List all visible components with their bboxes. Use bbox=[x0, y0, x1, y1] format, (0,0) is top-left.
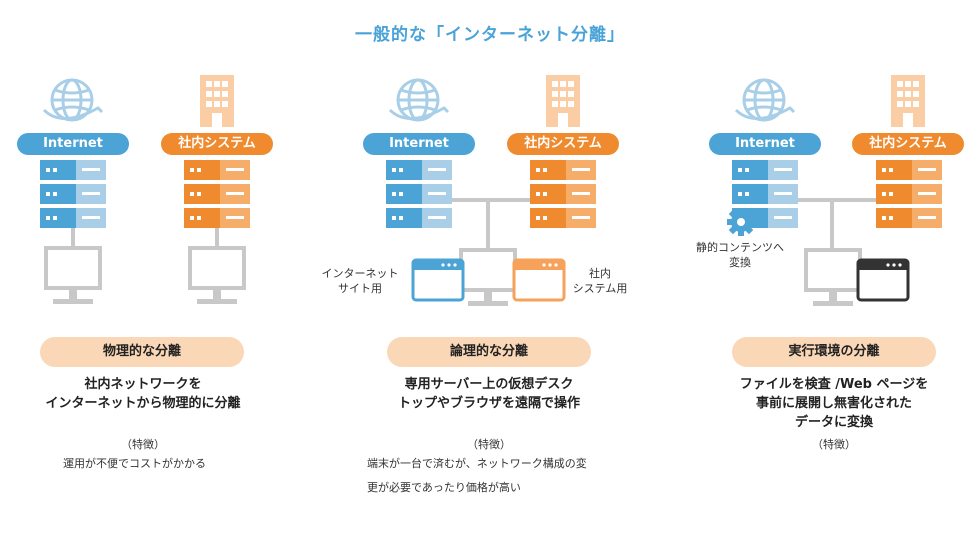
monitor-icon bbox=[44, 246, 102, 306]
monitor-icon bbox=[804, 248, 862, 308]
globe-icon bbox=[42, 78, 104, 122]
internet-label: Internet bbox=[363, 133, 475, 155]
internet-site-window-label: インターネット サイト用 bbox=[321, 267, 399, 295]
globe-icon bbox=[388, 78, 450, 122]
feature-heading: （特徴） bbox=[467, 438, 511, 451]
feature-text: 運用が不便でコストがかかる bbox=[63, 457, 206, 470]
description-physical: 社内ネットワークを インターネットから物理的に分離 bbox=[45, 377, 241, 411]
globe-icon bbox=[734, 78, 796, 122]
feature-text: 端末が一台で済むが、ネットワーク構成の変 更が必要であったり価格が高い bbox=[367, 457, 587, 494]
window-icon bbox=[856, 258, 910, 302]
server-icon bbox=[40, 160, 106, 228]
server-icon bbox=[876, 160, 942, 228]
category-physical: 物理的な分離 bbox=[40, 337, 244, 367]
page-title: 一般的な「インターネット分離」 bbox=[355, 25, 625, 45]
description-logical: 専用サーバー上の仮想デスク トップやブラウザを遠隔で操作 bbox=[397, 377, 580, 411]
building-icon bbox=[891, 75, 925, 127]
panel-logical-graphics bbox=[386, 75, 596, 308]
category-execution: 実行環境の分離 bbox=[732, 337, 936, 367]
server-icon bbox=[386, 160, 452, 228]
static-content-conversion-label: 静的コンテンツへ 変換 bbox=[696, 241, 784, 269]
building-icon bbox=[200, 75, 234, 127]
internet-label: Internet bbox=[709, 133, 821, 155]
server-icon bbox=[184, 160, 250, 228]
monitor-icon bbox=[459, 248, 517, 308]
window-icon bbox=[411, 258, 465, 302]
monitor-icon bbox=[188, 246, 246, 306]
window-icon bbox=[512, 258, 566, 302]
feature-heading: （特徴） bbox=[121, 438, 165, 451]
internal-system-label: 社内システム bbox=[507, 133, 619, 155]
panel-execution-graphics bbox=[727, 75, 942, 308]
gear-icon bbox=[727, 208, 755, 236]
building-icon bbox=[546, 75, 580, 127]
feature-heading: （特徴） bbox=[812, 438, 856, 451]
internal-system-window-label: 社内 システム用 bbox=[572, 267, 628, 295]
panel-physical-graphics bbox=[40, 75, 250, 306]
server-icon bbox=[530, 160, 596, 228]
internet-label: Internet bbox=[17, 133, 129, 155]
description-execution: ファイルを検査 /Web ページを 事前に展開し無害化された データに変換 bbox=[739, 377, 929, 430]
internal-system-label: 社内システム bbox=[161, 133, 273, 155]
category-logical: 論理的な分離 bbox=[387, 337, 591, 367]
internal-system-label: 社内システム bbox=[852, 133, 964, 155]
